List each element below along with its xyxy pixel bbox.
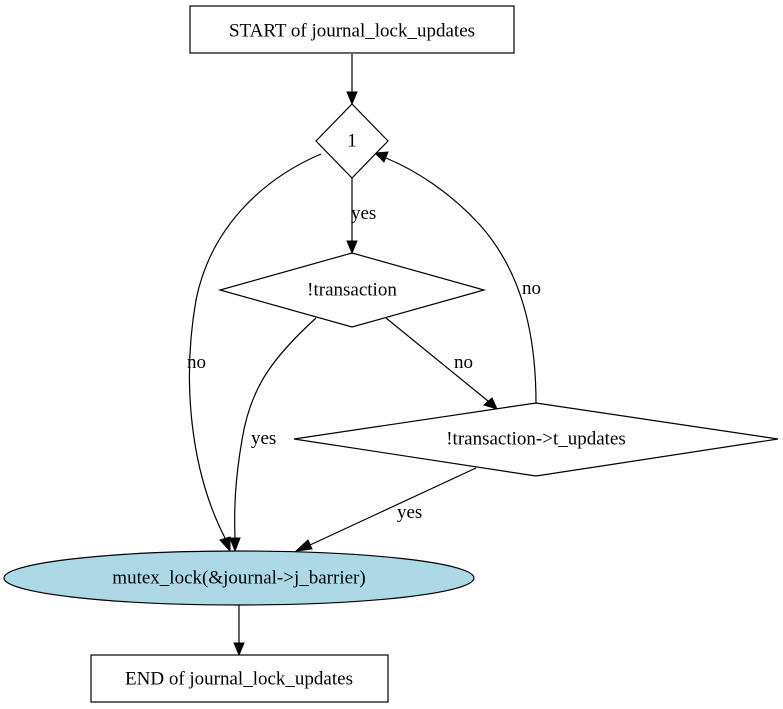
edge-updates-yes: yes bbox=[294, 467, 477, 552]
node-end-label: END of journal_lock_updates bbox=[125, 668, 353, 689]
edge-updates-no: no bbox=[373, 151, 541, 404]
edge-loop-no: no bbox=[187, 153, 322, 553]
node-updates-label: !transaction->t_updates bbox=[446, 428, 626, 449]
edge-label-loop-no: no bbox=[187, 352, 206, 373]
node-mutex-lock: mutex_lock(&journal->j_barrier) bbox=[3, 550, 475, 606]
edge-mutex-to-end bbox=[233, 605, 245, 657]
node-end: END of journal_lock_updates bbox=[90, 654, 389, 703]
edge-label-updates-yes: yes bbox=[397, 502, 422, 523]
node-mutex-lock-label: mutex_lock(&journal->j_barrier) bbox=[112, 567, 365, 588]
edge-loop-yes: yes bbox=[346, 178, 376, 255]
edge-label-loop-yes: yes bbox=[351, 203, 376, 224]
edge-start-to-loop bbox=[346, 54, 358, 106]
node-transaction-label: !transaction bbox=[307, 279, 397, 300]
edge-label-transaction-no: no bbox=[454, 352, 473, 373]
edge-label-transaction-yes: yes bbox=[251, 428, 276, 449]
edge-transaction-no: no bbox=[385, 317, 498, 410]
edge-transaction-yes: yes bbox=[229, 317, 317, 553]
node-updates-decision: !transaction->t_updates bbox=[293, 402, 779, 477]
node-transaction-decision: !transaction bbox=[217, 252, 487, 328]
edge-label-updates-no: no bbox=[522, 278, 541, 299]
node-loop-label: 1 bbox=[347, 130, 357, 151]
node-loop-decision: 1 bbox=[315, 103, 389, 179]
node-start: START of journal_lock_updates bbox=[189, 5, 515, 54]
node-start-label: START of journal_lock_updates bbox=[229, 20, 475, 41]
